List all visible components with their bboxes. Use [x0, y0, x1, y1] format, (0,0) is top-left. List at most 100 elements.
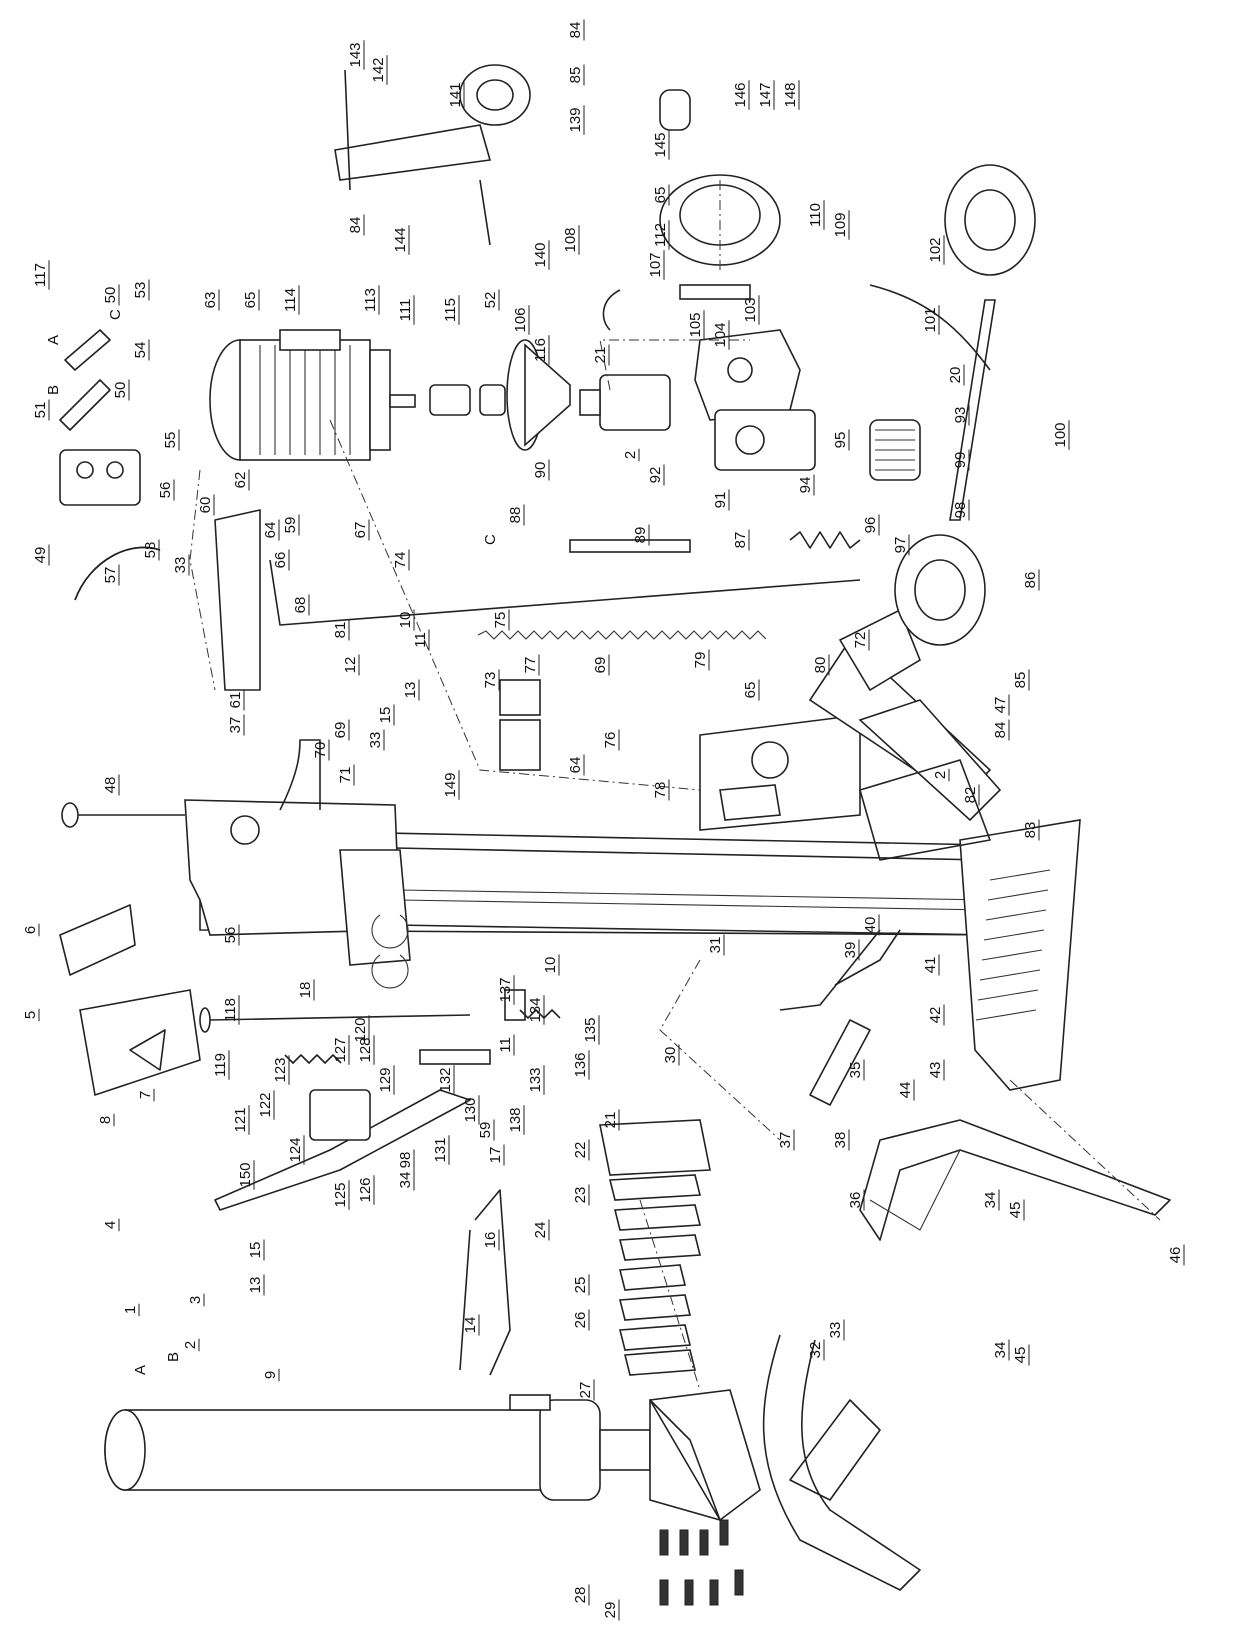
callout-text: 65 — [242, 292, 259, 309]
callout-c12: 12 — [342, 654, 360, 676]
callout-text: 45 — [1007, 1202, 1024, 1219]
callout-c18: 18 — [297, 979, 315, 1001]
callout-c148: 148 — [782, 80, 800, 110]
callout-c150: 150 — [237, 1160, 255, 1190]
callout-text: 11 — [497, 1037, 514, 1053]
callout-text: 76 — [602, 732, 619, 749]
callout-text: 72 — [852, 632, 869, 649]
callout-c48: 48 — [102, 774, 120, 796]
callout-c92: 92 — [647, 464, 665, 486]
callout-c85b: 85 — [1012, 669, 1030, 691]
callout-text: 45 — [1012, 1347, 1029, 1364]
callout-c125: 125 — [332, 1180, 350, 1210]
callout-c15b: 15 — [247, 1239, 265, 1261]
callout-c26: 26 — [572, 1309, 590, 1331]
callout-text: 39 — [842, 942, 859, 959]
callout-text: 13 — [402, 682, 419, 699]
callout-c83: 83 — [1022, 819, 1040, 841]
callout-c137: 137 — [497, 975, 515, 1005]
callout-c134: 134 — [527, 995, 545, 1025]
wheels-axle — [894, 164, 1036, 646]
callout-text: 105 — [687, 312, 704, 337]
callout-c95: 95 — [832, 429, 850, 451]
callout-text: 59 — [477, 1122, 494, 1139]
callout-c64b: 64 — [567, 754, 585, 776]
callout-c81: 81 — [332, 619, 350, 641]
callout-text: 69 — [332, 722, 349, 739]
pulley-arm — [334, 64, 531, 246]
callout-c52: 52 — [482, 289, 500, 311]
callout-c65a: 65 — [652, 184, 670, 206]
callout-c70: 70 — [312, 739, 330, 761]
callout-c14: 14 — [462, 1314, 480, 1336]
callout-text: 113 — [362, 288, 379, 312]
callout-text: 89 — [632, 527, 649, 544]
callout-c104: 104 — [712, 320, 730, 350]
callout-text: 148 — [782, 82, 799, 107]
callout-c140: 140 — [532, 240, 550, 270]
callout-text: 59 — [282, 517, 299, 534]
callout-c10b: 10 — [542, 954, 560, 976]
callout-text: 2 — [622, 451, 639, 459]
callout-text: 37 — [777, 1132, 794, 1149]
callout-c105: 105 — [687, 310, 705, 340]
callout-text: 137 — [497, 977, 514, 1002]
callout-c33c: 33 — [827, 1319, 845, 1341]
callout-c135: 135 — [582, 1015, 600, 1045]
callout-c34a: 34 — [397, 1169, 415, 1191]
callout-c62: 62 — [232, 469, 250, 491]
callout-c128: 128 — [357, 1035, 375, 1065]
callout-text: 106 — [512, 307, 529, 332]
callout-text: 34 — [982, 1192, 999, 1209]
callout-text: 18 — [297, 982, 314, 999]
callout-c41: 41 — [922, 954, 940, 976]
callout-text: 133 — [527, 1067, 544, 1092]
callout-c142: 142 — [370, 55, 388, 85]
callout-c69b: 69 — [332, 719, 350, 741]
callout-text: 116 — [532, 338, 549, 362]
callout-text: 83 — [1022, 822, 1039, 839]
control-rods — [199, 509, 861, 1033]
callout-text: 50 — [102, 287, 119, 304]
callout-text: 15 — [377, 707, 394, 724]
callout-c43: 43 — [927, 1059, 945, 1081]
callout-c87: 87 — [732, 529, 750, 551]
callout-text: 120 — [352, 1017, 369, 1042]
callout-text: 11 — [412, 632, 429, 648]
callout-text: 102 — [927, 237, 944, 262]
callout-c51: 51 — [32, 399, 50, 421]
centerlines — [189, 180, 1161, 1391]
callout-text: 142 — [370, 57, 387, 82]
callout-text: 17 — [487, 1147, 504, 1164]
callout-c132: 132 — [437, 1065, 455, 1095]
callout-text: 15 — [247, 1242, 264, 1259]
callout-text: 47 — [992, 697, 1009, 714]
callout-text: 130 — [462, 1097, 479, 1122]
callout-c2c: 2 — [182, 1338, 200, 1352]
callout-c130: 130 — [462, 1095, 480, 1125]
callout-text: 149 — [442, 772, 459, 797]
callout-text: 94 — [797, 477, 814, 494]
callout-c133: 133 — [527, 1065, 545, 1095]
lever-assembly — [214, 929, 901, 1211]
filter-drum — [659, 89, 781, 266]
callout-c102: 102 — [927, 235, 945, 265]
callout-c58: 58 — [142, 539, 160, 561]
callout-text: 86 — [1022, 572, 1039, 589]
callout-text: 124 — [287, 1137, 304, 1162]
callout-text: 12 — [342, 657, 359, 674]
callout-c53: 53 — [132, 279, 150, 301]
callout-c59a: 59 — [282, 514, 300, 536]
callout-text: 77 — [522, 657, 539, 674]
callout-c34c: 34 — [992, 1339, 1010, 1361]
callout-text: 35 — [847, 1062, 864, 1079]
callout-text: 37 — [227, 717, 244, 734]
callout-c118: 118 — [222, 995, 240, 1025]
callout-c149: 149 — [442, 770, 460, 800]
callout-text: 81 — [332, 622, 349, 639]
callout-text: 146 — [732, 82, 749, 107]
callout-c42: 42 — [927, 1004, 945, 1026]
callout-text: 4 — [102, 1221, 119, 1229]
bell-housing — [429, 339, 571, 451]
